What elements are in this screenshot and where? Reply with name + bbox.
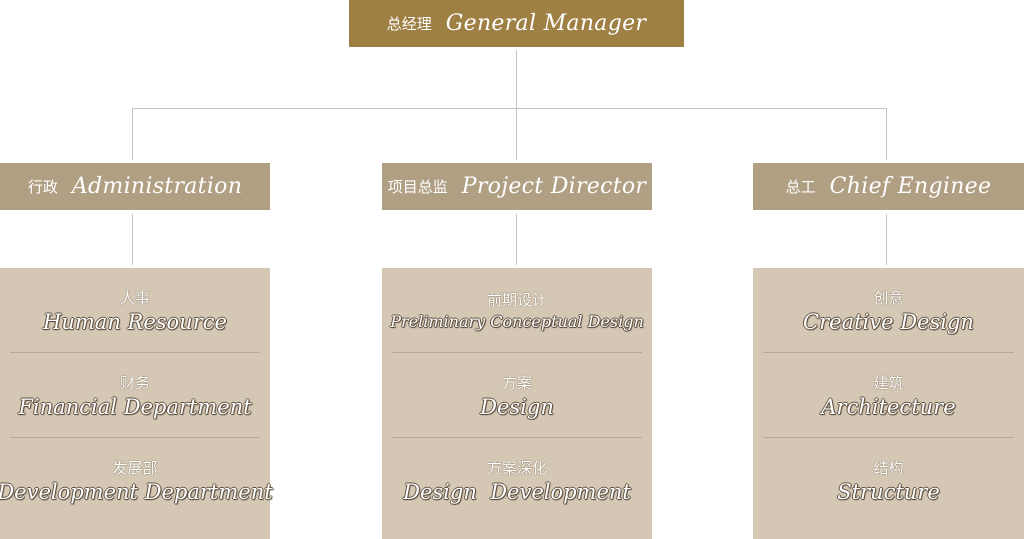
connector-line (886, 214, 887, 265)
connector-line (132, 214, 133, 265)
chief-engineer-units: 创意 Creative Design 建筑 Architecture 结构 Struc… (753, 268, 1024, 539)
chief-engineer-node: 总工 Chief Enginee (753, 163, 1024, 210)
node-cn-label: 行政 (27, 178, 58, 196)
unit-en: Human Resource (43, 309, 227, 334)
project-director-units: 前期设计 Preliminary Conceptual Design 方案 Desi… (382, 268, 652, 539)
unit-cn: 方案 (501, 373, 532, 392)
unit-cn: 方案深化 (486, 458, 547, 477)
unit-cn: 人事 (119, 288, 150, 307)
connector-line (132, 108, 887, 109)
unit-item: 创意 Creative Design (763, 268, 1014, 353)
unit-cn: 发展部 (112, 458, 158, 477)
unit-cn: 创意 (873, 288, 904, 307)
unit-item: 建筑 Architecture (763, 353, 1014, 438)
unit-item: 财务 Financial Department (10, 353, 260, 438)
connector-line (516, 50, 517, 160)
unit-item: 结构 Structure (763, 438, 1014, 522)
connector-line (516, 214, 517, 265)
node-cn-label: 总经理 (386, 15, 432, 33)
node-en-label: Administration (71, 174, 243, 199)
unit-en: Creative Design (803, 309, 974, 334)
unit-cn: 结构 (873, 458, 904, 477)
unit-en: Preliminary Conceptual Design (390, 312, 644, 331)
project-director-node: 项目总监 Project Director (382, 163, 652, 210)
node-en-label: General Manager (445, 11, 647, 36)
node-cn-label: 总工 (785, 178, 816, 196)
administration-node: 行政 Administration (0, 163, 270, 210)
unit-en: Structure (837, 479, 940, 504)
unit-item: 发展部 Development Department (0, 438, 273, 522)
unit-en: Architecture (821, 394, 956, 419)
connector-line (886, 108, 887, 160)
unit-cn: 前期设计 (486, 291, 547, 309)
unit-en: Development Department (0, 479, 273, 504)
unit-item: 前期设计 Preliminary Conceptual Design (390, 268, 644, 353)
unit-item: 人事 Human Resource (10, 268, 260, 353)
unit-item: 方案 Design (392, 353, 642, 438)
connector-line (132, 108, 133, 160)
unit-cn: 建筑 (873, 373, 904, 392)
node-en-label: Chief Enginee (829, 174, 992, 199)
unit-en: Financial Department (18, 394, 252, 419)
general-manager-node: 总经理 General Manager (349, 0, 684, 47)
unit-item: 方案深化 Design Development (392, 438, 642, 522)
unit-cn: 财务 (119, 373, 150, 392)
unit-en: Design (480, 394, 554, 419)
unit-en: Design Development (403, 479, 631, 504)
node-en-label: Project Director (461, 174, 647, 199)
node-cn-label: 项目总监 (387, 178, 448, 196)
